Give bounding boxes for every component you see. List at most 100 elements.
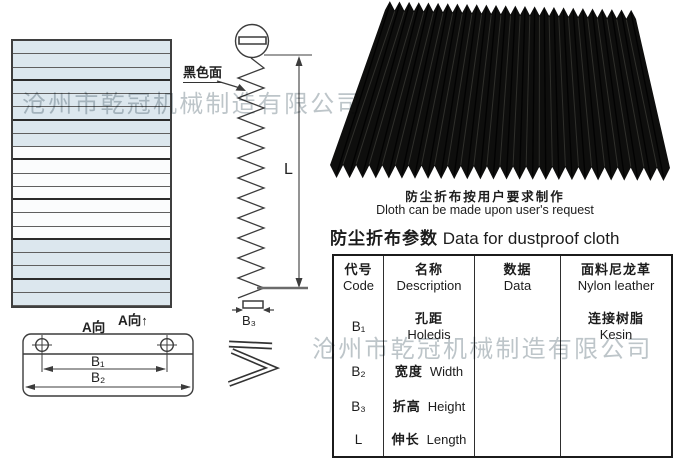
name-cn: 伸长 [391, 432, 420, 447]
table-row-fabric [560, 389, 671, 424]
pleat-ridge-line [414, 6, 449, 175]
name-en: Holedis [407, 327, 451, 342]
pleat-stripe [13, 94, 170, 108]
pleat-ridge-line [601, 11, 625, 177]
col-header-fabric-cn: 面料尼龙革 [580, 262, 651, 277]
table-row-data [474, 300, 560, 354]
col-header-name-cn: 名称 [414, 262, 443, 277]
pleat-ridge-line [492, 8, 507, 176]
pleat-fold-line [525, 16, 531, 166]
pleat-ridge-line [562, 10, 573, 177]
pleat-stripe [13, 239, 170, 253]
col-header-name: 名称 Description [383, 256, 474, 300]
dimension-L [257, 55, 312, 288]
name-cn: 折高 [392, 398, 421, 414]
photo-caption-en: Dloth can be made upon user's request [376, 203, 594, 217]
pleat-stripe [13, 186, 170, 200]
pleat-top-view-diagram [11, 39, 172, 308]
pleat-fold-line [342, 11, 396, 165]
pleat-ridge-line [630, 12, 665, 178]
pleat-ridge-line [611, 12, 638, 177]
view-A-direction-text: A向 [118, 313, 142, 328]
fold-cross-section [229, 344, 272, 384]
end-plate-view [23, 334, 193, 396]
table-row-name: 孔距 Holedis [383, 300, 474, 354]
pleat-stripe [13, 200, 170, 214]
black-surface-label: 黑色面 [183, 62, 223, 83]
pleat-ridge-line [543, 9, 547, 176]
col-header-fabric-en: Nylon leather [577, 278, 655, 293]
pleat-ridge-line [453, 7, 478, 176]
col-header-code-en: Code [342, 278, 375, 293]
table-row-fabric: 连接树脂 Kesin [560, 300, 671, 354]
dimension-B3 [232, 301, 274, 313]
name-en: Height [427, 398, 466, 414]
section-title-cn: 防尘折布参数 [330, 229, 438, 248]
pleat-stripe [13, 120, 170, 134]
fabric-cn: 连接树脂 [587, 311, 644, 326]
pleat-stripe [13, 54, 170, 68]
col-header-data-cn: 数据 [503, 262, 532, 277]
name-en: Width [429, 363, 464, 379]
pleat-ridge-line [572, 10, 586, 177]
pleat-stripe [13, 147, 170, 161]
pleat-ridge-line [518, 8, 526, 176]
name-cn: 宽度 [394, 363, 423, 379]
pleat-fold-line [460, 14, 483, 166]
pleat-ridge-line [505, 8, 517, 176]
pleat-fold-line [577, 17, 593, 167]
view-A-direction-label: A向↑ [118, 309, 148, 329]
pleat-ridge-line [427, 6, 459, 175]
dimension-B2-label: B₂ [91, 370, 106, 385]
pleat-fold-line [606, 18, 632, 167]
pleat-ridge-line [553, 10, 560, 177]
name-cn: 孔距 [414, 311, 443, 326]
table-row-code: B₃ [351, 398, 366, 414]
pleat-stripe [13, 266, 170, 280]
pleat-stripe [13, 107, 170, 121]
pleat-fold-line [368, 11, 415, 165]
section-title: 防尘折布参数 Data for dustproof cloth [330, 224, 619, 249]
pleat-ridge-line [440, 6, 468, 176]
up-arrow-icon: ↑ [141, 313, 148, 328]
clamp-detail-circle [236, 25, 269, 58]
pleat-stripe [13, 41, 170, 55]
pleat-fold-line [447, 14, 473, 166]
pleat-ridge-line [362, 4, 410, 175]
pleat-stripe [13, 292, 170, 306]
table-row-code: B₁ [351, 319, 366, 334]
pleat-fold-line [473, 14, 492, 166]
name-en: Length [426, 432, 467, 447]
table-row-name: 宽度 Width [383, 354, 474, 389]
pleat-ridge-line [466, 7, 488, 176]
fabric-en: Kesin [599, 327, 633, 342]
pleat-fold-line [616, 19, 645, 167]
col-header-code-cn: 代号 [344, 262, 373, 277]
pleat-fold-line [421, 13, 454, 165]
pleat-stripe [13, 80, 170, 94]
table-row-code: B₂ [351, 363, 366, 379]
pleat-ridge-line [591, 11, 612, 177]
col-header-name-en: Description [396, 278, 462, 293]
pleat-ridge-line [479, 7, 497, 176]
table-row-fabric [560, 354, 671, 389]
dimension-L-label: L [284, 161, 293, 178]
table-row-fabric [560, 424, 671, 456]
pleat-fold-line [394, 12, 434, 165]
col-header-fabric: 面料尼龙革 Nylon leather [560, 256, 671, 300]
pleat-ridge-line [582, 11, 599, 177]
pleat-stripe [13, 133, 170, 147]
pleat-stripe [13, 213, 170, 227]
section-title-en: Data for dustproof cloth [442, 229, 620, 248]
pleat-fold-line [587, 18, 606, 167]
col-header-data-en: Data [503, 278, 532, 293]
table-row-data [474, 389, 560, 424]
col-header-code: 代号 Code [334, 256, 383, 300]
pleat-ridge-line [401, 5, 439, 175]
table-row-data [474, 424, 560, 456]
pleat-stripe [13, 226, 170, 240]
pleat-fold-line [381, 12, 425, 165]
pleat-fold-line [548, 16, 553, 166]
table-row-name: 折高 Height [383, 389, 474, 424]
